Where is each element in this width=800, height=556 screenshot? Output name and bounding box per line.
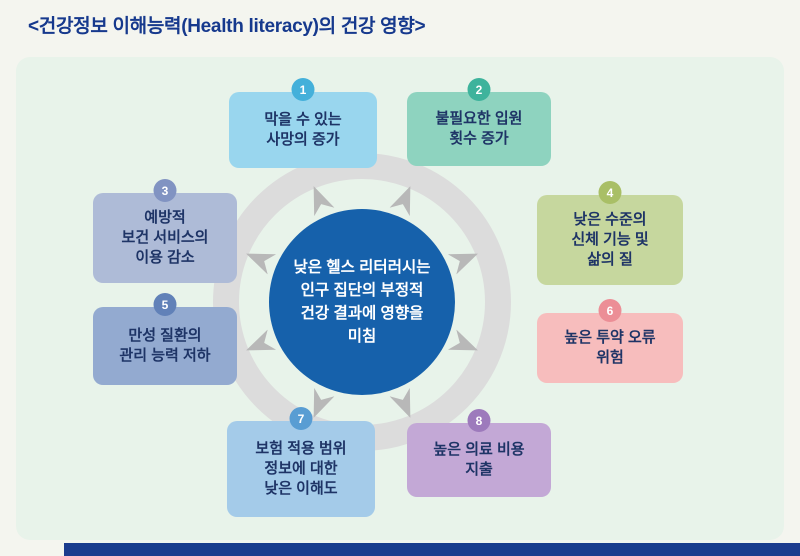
diagram-panel: 낮은 헬스 리터러시는 인구 집단의 부정적 건강 결과에 영향을 미침 1 막…: [16, 57, 784, 540]
number-badge-2: 2: [467, 78, 491, 101]
number-badge-4: 4: [598, 181, 622, 204]
effect-card-5-label: 만성 질환의 관리 능력 저하: [119, 326, 211, 364]
effect-card-1-label: 막을 수 있는 사망의 증가: [264, 110, 342, 148]
number-badge-7: 7: [289, 407, 313, 430]
effect-card-2-label: 불필요한 입원 횟수 증가: [435, 109, 523, 147]
effect-card-8-label: 높은 의료 비용 지출: [433, 440, 525, 478]
effect-card-5: 5 만성 질환의 관리 능력 저하: [93, 293, 237, 385]
number-badge-5: 5: [153, 293, 177, 316]
effect-card-6: 6 높은 투약 오류 위험: [537, 299, 683, 383]
center-statement: 낮은 헬스 리터러시는 인구 집단의 부정적 건강 결과에 영향을 미침: [269, 209, 455, 395]
effect-card-1: 1 막을 수 있는 사망의 증가: [229, 78, 377, 168]
effect-card-8: 8 높은 의료 비용 지출: [407, 409, 551, 497]
effect-card-7: 7 보험 적용 범위 정보에 대한 낮은 이해도: [227, 407, 375, 517]
number-badge-6: 6: [598, 299, 622, 322]
effect-card-2: 2 불필요한 입원 횟수 증가: [407, 78, 551, 166]
effect-card-6-label: 높은 투약 오류 위험: [564, 328, 656, 366]
effect-card-3-label: 예방적 보건 서비스의 이용 감소: [121, 208, 209, 267]
number-badge-1: 1: [291, 78, 315, 101]
number-badge-3: 3: [153, 179, 177, 202]
page-title: <건강정보 이해능력(Health literacy)의 건강 영향>: [28, 16, 426, 37]
effect-card-4-label: 낮은 수준의 신체 기능 및 삶의 질: [571, 210, 649, 269]
effect-card-4: 4 낮은 수준의 신체 기능 및 삶의 질: [537, 181, 683, 285]
footer-bar: [64, 543, 800, 556]
effect-card-7-label: 보험 적용 범위 정보에 대한 낮은 이해도: [255, 439, 347, 498]
effect-card-3: 3 예방적 보건 서비스의 이용 감소: [93, 179, 237, 283]
number-badge-8: 8: [467, 409, 491, 432]
